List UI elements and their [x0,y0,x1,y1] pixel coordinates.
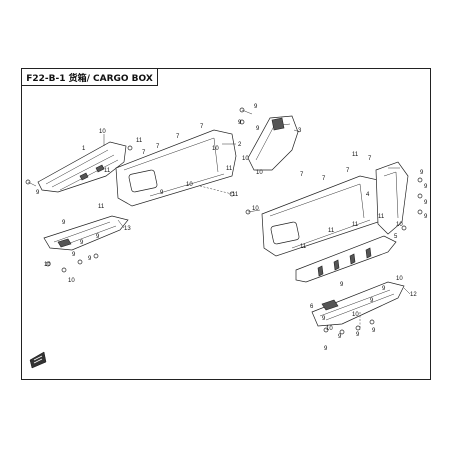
manufacturer-logo [29,351,47,369]
part-2-left-side-wall [115,129,237,207]
callout: 12 [410,292,417,298]
callout: 3 [298,128,302,134]
callout: 11 [104,168,111,174]
callout: 9 [160,190,164,196]
callout: 11 [328,228,335,234]
callout: 9 [424,214,428,220]
callout: 11 [136,138,143,144]
callout: 10 [396,276,403,282]
callout: 10 [68,278,75,284]
part-3-corner-piece [247,115,299,171]
callout: 9 [424,200,428,206]
drawing-frame: F22-B-1 货箱/ CARGO BOX [21,68,431,380]
callout: 10 [252,206,259,212]
callout: 9 [324,346,328,352]
callout: 11 [98,204,105,210]
callout: 10 [186,182,193,188]
callout: 9 [256,126,260,132]
callout: 7 [200,124,204,130]
callout: 7 [300,172,304,178]
callout: 9 [88,256,92,262]
callout: 10 [396,222,403,228]
part-6-tray [311,281,405,327]
callout: 9 [340,282,344,288]
callout: 6 [310,304,314,310]
callout: 5 [394,234,398,240]
callout: 1 [82,146,86,152]
part-4-right-side-wall [261,175,383,257]
callout: 9 [238,120,242,126]
callout: 9 [36,190,40,196]
callout: 9 [372,328,376,334]
callout: 10 [326,326,333,332]
callout: 7 [176,134,180,140]
callout: 9 [424,184,428,190]
callout: 7 [156,144,160,150]
callout: 11 [352,222,359,228]
callout: 9 [370,298,374,304]
diagram-title: F22-B-1 货箱/ CARGO BOX [22,69,158,86]
callout: 9 [338,334,342,340]
callout: 9 [62,220,66,226]
callout: 10 [212,146,219,152]
callout: 11 [352,152,359,158]
callout: 2 [238,142,242,148]
callout: 7 [142,150,146,156]
callout: 11 [232,192,239,198]
part-5-rear-post [375,161,409,235]
callout: 7 [322,176,326,182]
callout: 11 [300,244,307,250]
callout: 10 [242,156,249,162]
leader-lines [27,109,411,330]
callout: 9 [72,252,76,258]
callout: 10 [44,262,51,268]
part-13-bracket [43,215,129,251]
callout: 9 [420,170,424,176]
callout: 10 [352,312,359,318]
fastener-group [25,107,423,335]
callout: 7 [368,156,372,162]
callout-labels: 10 1 11 11 9 7 7 7 7 10 9 11 2 11 10 9 9… [36,104,428,352]
callout: 9 [254,104,258,110]
callout: 13 [124,226,131,232]
callout: 9 [80,240,84,246]
callout: 9 [356,332,360,338]
callout: 10 [256,170,263,176]
callout: 7 [346,168,350,174]
part-1-front-panel [37,141,127,193]
callout: 9 [382,286,386,292]
part-11-side-strip [295,235,397,283]
callout: 11 [226,166,233,172]
callout: 9 [322,316,326,322]
callout: 10 [99,129,106,135]
callout: 4 [366,192,370,198]
callout: 9 [96,234,100,240]
callout: 11 [378,214,385,220]
